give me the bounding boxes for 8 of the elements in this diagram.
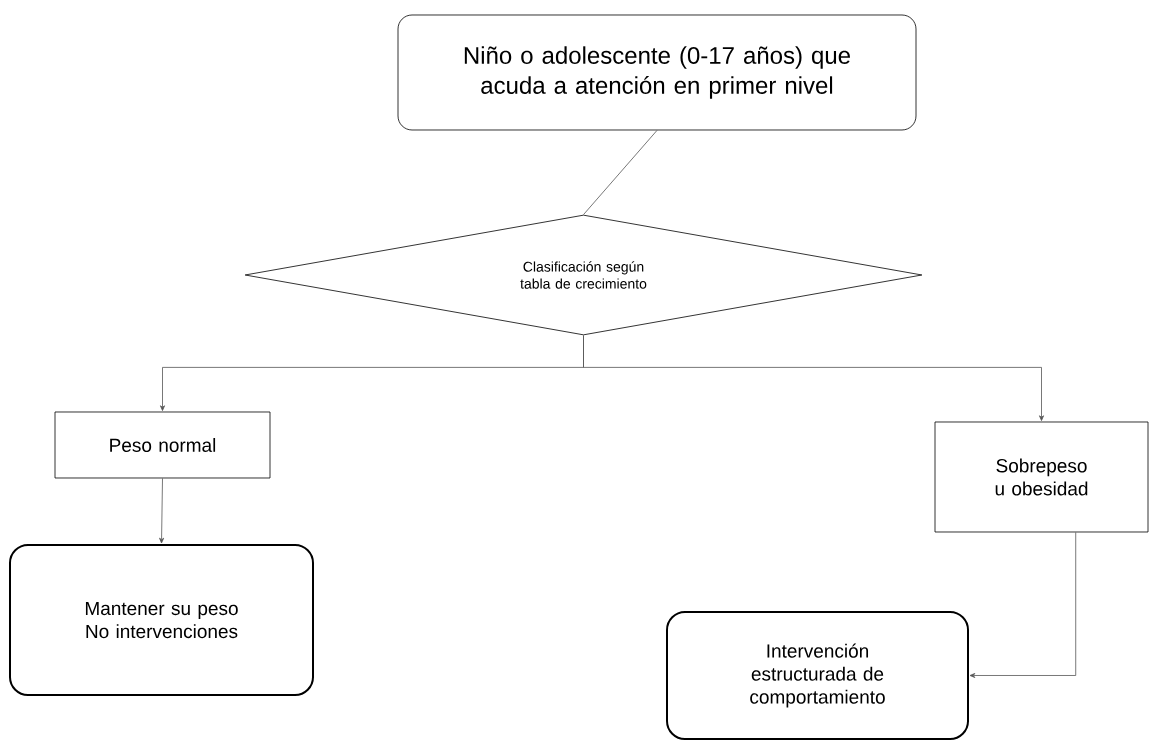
arrow — [583, 335, 1044, 421]
arrow — [969, 532, 1077, 678]
process-box: Peso normal — [54, 411, 271, 479]
outcome-box: Mantener su peso No intervenciones — [9, 544, 314, 696]
start-box: Niño o adolescente (0-17 años) que acuda a atención en primer nivel — [397, 14, 917, 131]
process-box: Sobrepeso u obesidad — [934, 421, 1149, 533]
outcome-box: Intervención estructurada de comportamiento — [666, 611, 969, 740]
arrow — [159, 478, 165, 544]
